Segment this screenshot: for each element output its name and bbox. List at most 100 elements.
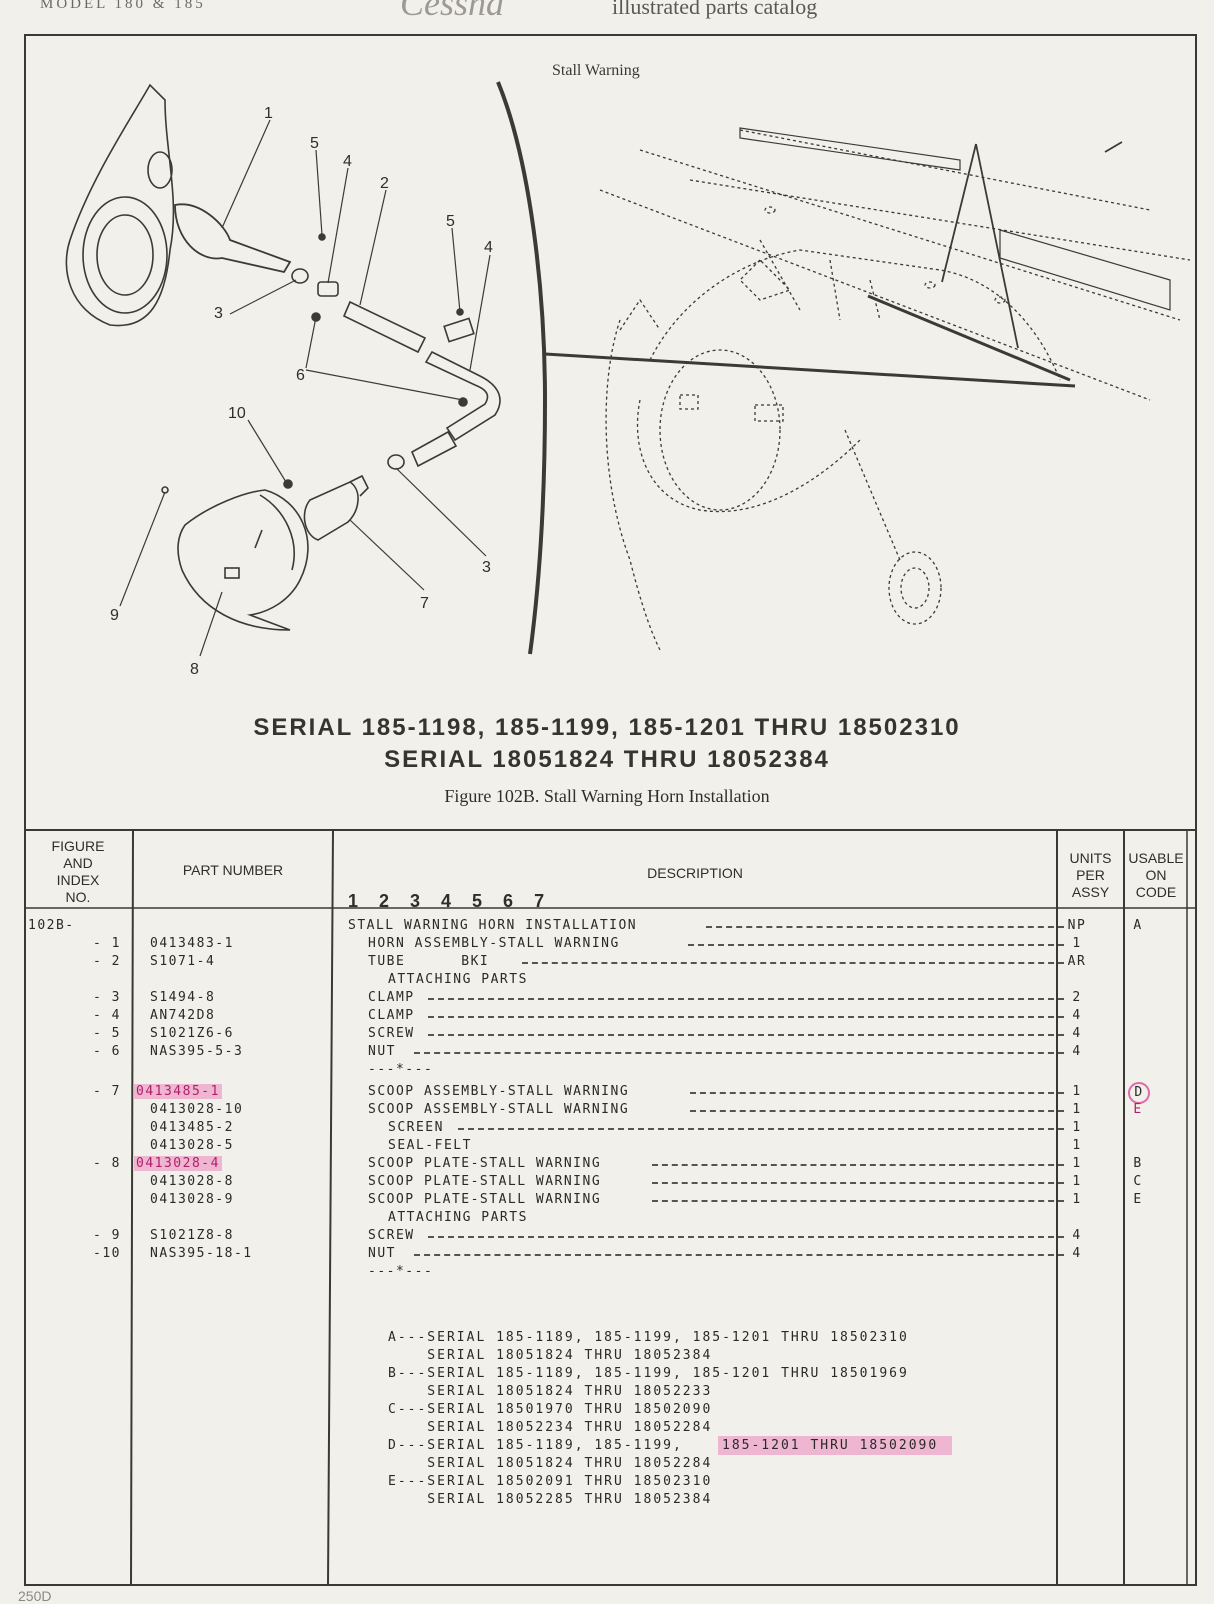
row-part-number: S1071-4: [150, 954, 216, 969]
leader-dashes: [414, 1246, 1064, 1256]
brand-logo: Cessna: [400, 0, 505, 23]
row-index: - 2: [93, 954, 121, 969]
row-part-number: NAS395-18-1: [150, 1246, 253, 1261]
serial-range-line-2: SERIAL 18051824 THRU 18052384: [384, 746, 830, 773]
row-description: SCOOP ASSEMBLY-STALL WARNING: [368, 1102, 630, 1117]
callout-5-left: 5: [310, 135, 319, 152]
row-units: 2: [1072, 990, 1082, 1005]
row-units: 1: [1072, 1192, 1082, 1207]
row-units: AR: [1067, 954, 1087, 969]
tube-bend: [424, 350, 501, 442]
row-part-number-highlighted: 0413028-4: [134, 1156, 222, 1171]
table-row: - 2 S1071-4 TUBE BKI AR: [26, 954, 1195, 972]
header-units-per-assy: UNITS PER ASSY: [1069, 850, 1112, 900]
row-units: 1: [1072, 1084, 1082, 1099]
callout-4-right: 4: [484, 239, 493, 256]
table-row: - 1 0413483-1 HORN ASSEMBLY-STALL WARNIN…: [26, 936, 1195, 954]
header-usable-on-code: USABLE ON CODE: [1128, 850, 1184, 900]
row-units: 4: [1072, 1246, 1082, 1261]
row-part-number: NAS395-5-3: [150, 1044, 244, 1059]
wing-strut: [867, 294, 1071, 382]
table-row: ---*---: [26, 1264, 1195, 1282]
callout-numbers: 1 2 3 3 4 4 5 5 6 7 8 9 10: [110, 105, 493, 678]
row-units: 1: [1072, 1138, 1082, 1153]
row-description: CLAMP: [368, 1008, 415, 1023]
figure-title: Stall Warning: [552, 62, 640, 79]
callout-3-upper: 3: [214, 305, 223, 322]
row-units: 1: [1072, 936, 1082, 951]
row-part-number: 0413028-5: [150, 1138, 234, 1153]
row-index: - 7: [93, 1084, 121, 1099]
row-separator: ---*---: [368, 1062, 434, 1077]
view-divider: [496, 81, 548, 655]
row-description: SCOOP PLATE-STALL WARNING: [368, 1156, 602, 1171]
clamp-3-upper: [291, 268, 309, 284]
row-code: B: [1133, 1156, 1143, 1171]
horn-opening: [82, 196, 168, 314]
callout-3-lower: 3: [482, 559, 491, 576]
header-part-number: PART NUMBER: [182, 862, 284, 878]
aircraft-perspective-view: [599, 129, 1191, 651]
leader-dashes: [706, 918, 1064, 928]
row-description: ATTACHING PARTS: [388, 972, 528, 987]
row-units: 1: [1072, 1120, 1082, 1135]
row-part-number-highlighted: 0413485-1: [134, 1084, 222, 1099]
callout-7: 7: [420, 595, 429, 612]
table-row: 0413028-5 SEAL-FELT 1: [26, 1138, 1195, 1156]
table-row: - 3 S1494-8 CLAMP 2: [26, 990, 1195, 1008]
page-frame: [24, 34, 1197, 1586]
table-row: 0413485-2 SCREEN 1: [26, 1120, 1195, 1138]
row-part-number: 0413485-2: [150, 1120, 234, 1135]
row-code-circled: D: [1128, 1082, 1150, 1104]
header-description: DESCRIPTION: [647, 865, 743, 881]
row-units: 4: [1072, 1026, 1082, 1041]
row-separator: ---*---: [368, 1264, 434, 1279]
row-description: SCREW: [368, 1228, 415, 1243]
note-line-d1-highlighted: 185-1201 THRU 18502090: [718, 1436, 953, 1455]
row-index: - 5: [93, 1026, 121, 1041]
indent-level-digits: 1 2 3 4 5 6 7: [348, 891, 553, 911]
leader-dashes: [428, 1008, 1064, 1018]
table-row: -10 NAS395-18-1 NUT 4: [26, 1246, 1195, 1264]
row-units: 4: [1072, 1008, 1082, 1023]
callout-5-right: 5: [446, 213, 455, 230]
note-line-d1: D---SERIAL 185-1189, 185-1199,: [388, 1438, 683, 1453]
row-part-number: S1021Z8-8: [150, 1228, 234, 1243]
row-description: HORN ASSEMBLY-STALL WARNING: [368, 936, 620, 951]
bracket-5: [443, 317, 475, 343]
callout-8: 8: [190, 661, 199, 678]
note-line-a2: SERIAL 18051824 THRU 18052384: [388, 1348, 713, 1363]
header-figure-index: FIGURE AND INDEX NO.: [51, 838, 105, 905]
catalog-model: MODEL 180 & 185: [40, 0, 206, 12]
note-line-c1: C---SERIAL 18501970 THRU 18502090: [388, 1402, 713, 1417]
row-code: E: [1133, 1192, 1143, 1207]
callout-6: 6: [296, 367, 305, 384]
leader-dashes: [688, 936, 1064, 946]
row-units: 1: [1072, 1102, 1082, 1117]
table-row: - 4 AN742D8 CLAMP 4: [26, 1008, 1195, 1026]
table-row: - 5 S1021Z6-6 SCREW 4: [26, 1026, 1195, 1044]
leader-dashes: [652, 1192, 1064, 1202]
tube-2: [342, 300, 427, 354]
row-description: CLAMP: [368, 990, 415, 1005]
row-index: -10: [93, 1246, 121, 1261]
row-part-number: 0413483-1: [150, 936, 234, 951]
scoop-assembly-7: [303, 481, 359, 541]
table-row: ATTACHING PARTS: [26, 972, 1195, 990]
exploded-view-illustration: 1 2 3 3 4 4 5 5 6 7 8 9 10: [65, 81, 1191, 678]
row-index: - 1: [93, 936, 121, 951]
leader-dashes: [690, 1084, 1064, 1094]
note-line-a1: A---SERIAL 185-1189, 185-1199, 185-1201 …: [388, 1330, 909, 1345]
leader-dashes: [428, 1228, 1064, 1238]
note-line-b2: SERIAL 18051824 THRU 18052233: [388, 1384, 713, 1399]
clamp-4-upper: [317, 281, 339, 297]
page-number: 250D: [18, 1588, 52, 1604]
serial-range-line-1: SERIAL 185-1198, 185-1199, 185-1201 THRU…: [253, 714, 961, 741]
leader-dashes: [652, 1174, 1064, 1184]
row-index: - 6: [93, 1044, 121, 1059]
scoop-plate-8: [177, 489, 309, 631]
row-units: 1: [1072, 1156, 1082, 1171]
clamp-3-lower: [387, 454, 405, 470]
row-description: SEAL-FELT: [388, 1138, 472, 1153]
row-description: ATTACHING PARTS: [388, 1210, 528, 1225]
